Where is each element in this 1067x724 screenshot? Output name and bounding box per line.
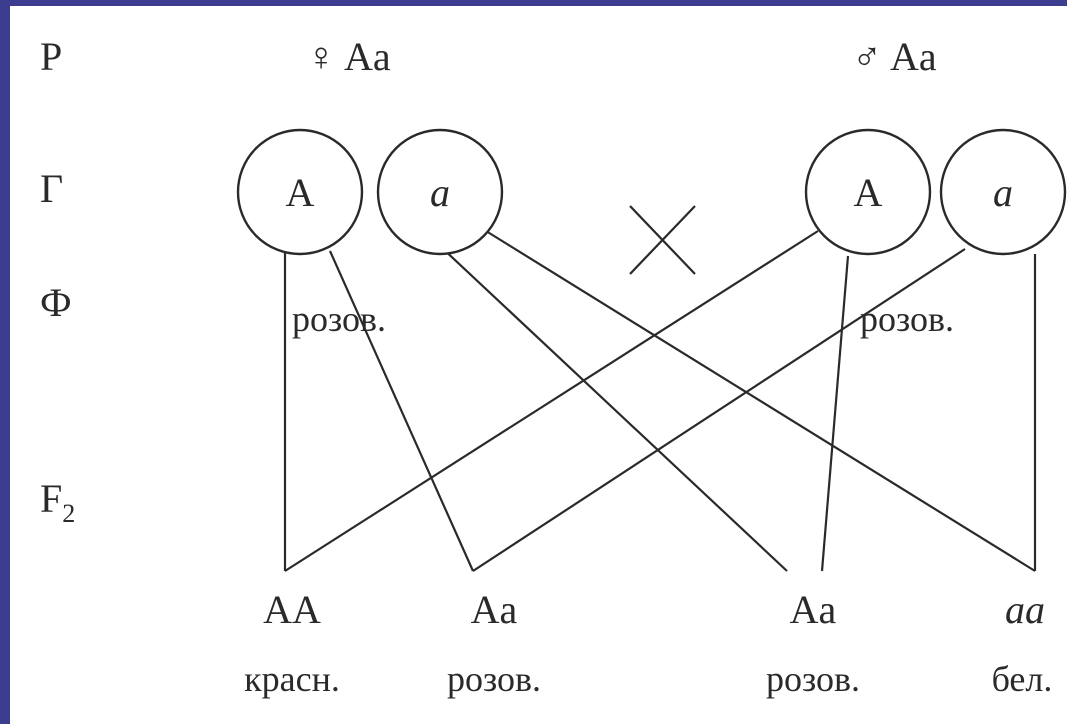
offspring-phenotype: розов. xyxy=(447,659,541,699)
row-label-f2-main: F xyxy=(40,476,62,521)
female-parent: ♀Aa xyxy=(306,34,391,79)
female-symbol: ♀ xyxy=(306,34,336,79)
offspring-4: aa бел. xyxy=(992,587,1053,699)
line-female-a-to-Aa xyxy=(439,245,788,572)
female-gamete-A: A xyxy=(236,128,364,256)
offspring-phenotype: бел. xyxy=(992,659,1053,699)
offspring-phenotype: розов. xyxy=(766,659,860,699)
male-gamete-a-label: a xyxy=(993,170,1013,215)
male-gamete-A-label: A xyxy=(854,170,883,215)
male-phenotype: розов. xyxy=(860,299,954,339)
male-symbol: ♂ xyxy=(852,34,882,79)
line-female-A-to-Aa xyxy=(328,250,475,572)
female-gamete-a: a xyxy=(376,128,504,256)
row-label-phenotype: Ф xyxy=(40,280,72,325)
line-male-a-to-Aa xyxy=(472,248,966,572)
cross-mark-icon xyxy=(629,205,696,275)
offspring-3: Aa розов. xyxy=(766,587,860,699)
offspring-genotype: aa xyxy=(1005,587,1045,632)
male-parent: ♂Aa xyxy=(852,34,937,79)
line-female-a-to-aa xyxy=(485,230,1036,572)
line-male-A-to-Aa xyxy=(820,255,850,572)
row-label-f2-subscript: 2 xyxy=(62,499,75,528)
row-label-f2: F2 xyxy=(40,476,75,528)
male-genotype: Aa xyxy=(890,34,937,79)
row-label-gametes: Г xyxy=(40,166,63,211)
cross-lines xyxy=(283,230,1037,572)
female-phenotype: розов. xyxy=(292,299,386,339)
male-gamete-A: A xyxy=(804,128,932,256)
offspring-genotype: Aa xyxy=(790,587,837,632)
female-gamete-a-label: a xyxy=(430,170,450,215)
diagram-page: P Г Ф F2 ♀Aa ♂Aa A a A a розов. розов. xyxy=(10,6,1067,724)
female-gamete-A-label: A xyxy=(286,170,315,215)
offspring-1: AA красн. xyxy=(244,587,340,699)
offspring-2: Aa розов. xyxy=(447,587,541,699)
offspring-phenotype: красн. xyxy=(244,659,340,699)
offspring-genotype: AA xyxy=(263,587,321,632)
punnett-cross-diagram: P Г Ф F2 ♀Aa ♂Aa A a A a розов. розов. xyxy=(40,34,1067,699)
line-male-A-to-AA xyxy=(284,230,819,572)
male-gamete-a: a xyxy=(939,128,1067,256)
row-label-parents: P xyxy=(40,34,62,79)
offspring-genotype: Aa xyxy=(471,587,518,632)
female-genotype: Aa xyxy=(344,34,391,79)
offspring-genotype-text: Aa xyxy=(471,587,518,632)
